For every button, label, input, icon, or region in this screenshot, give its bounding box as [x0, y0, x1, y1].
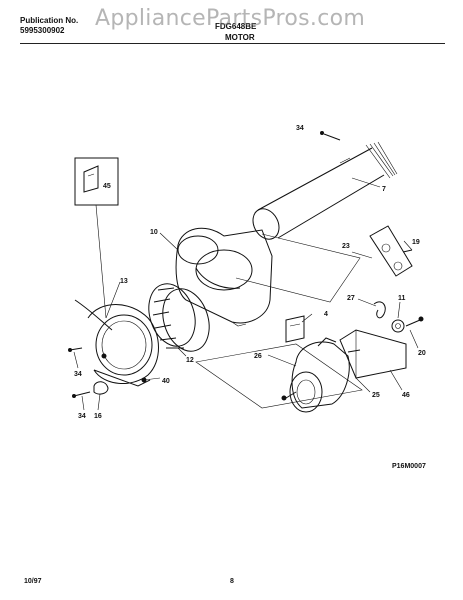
- inset-box: [74, 157, 119, 319]
- header-rule: [20, 43, 445, 44]
- callout-46: 46: [402, 392, 410, 399]
- diagram-code: P16M0007: [392, 463, 426, 470]
- callout-20: 20: [418, 350, 426, 357]
- callout-10: 10: [150, 229, 158, 236]
- reference-planes: [195, 233, 363, 409]
- watermark: AppliancePartsPros.com: [95, 6, 366, 31]
- callout-34-bottom: 34: [78, 413, 86, 420]
- publication-number: 5995300902: [20, 26, 65, 35]
- section-title: MOTOR: [225, 33, 255, 42]
- callout-26: 26: [254, 353, 262, 360]
- callout-27: 27: [347, 295, 355, 302]
- front-bulkhead: [74, 299, 159, 387]
- leader-lines: [73, 177, 419, 411]
- callout-19: 19: [412, 239, 420, 246]
- motor: [281, 337, 350, 413]
- callout-16: 16: [94, 413, 102, 420]
- footer-date: 10/97: [24, 578, 42, 585]
- publication-label: Publication No.: [20, 16, 79, 25]
- callout-12: 12: [186, 357, 194, 364]
- blower-housing: [175, 227, 273, 327]
- callout-4: 4: [324, 311, 328, 318]
- idler-bracket: [369, 225, 413, 277]
- callout-23: 23: [342, 243, 350, 250]
- exhaust-duct: [252, 141, 398, 240]
- callout-11: 11: [398, 295, 406, 302]
- idler-pulley: [373, 301, 424, 333]
- page-number: 8: [230, 578, 234, 585]
- callout-34-left: 34: [74, 371, 82, 378]
- callout-25: 25: [372, 392, 380, 399]
- callout-45: 45: [103, 183, 111, 190]
- model-number: FDG648BE: [215, 22, 257, 31]
- callout-13: 13: [120, 278, 128, 285]
- callout-40: 40: [162, 378, 170, 385]
- fasteners: [68, 131, 341, 398]
- callout-34-top: 34: [296, 125, 304, 132]
- motor-mount: [285, 315, 407, 379]
- callout-7: 7: [382, 186, 386, 193]
